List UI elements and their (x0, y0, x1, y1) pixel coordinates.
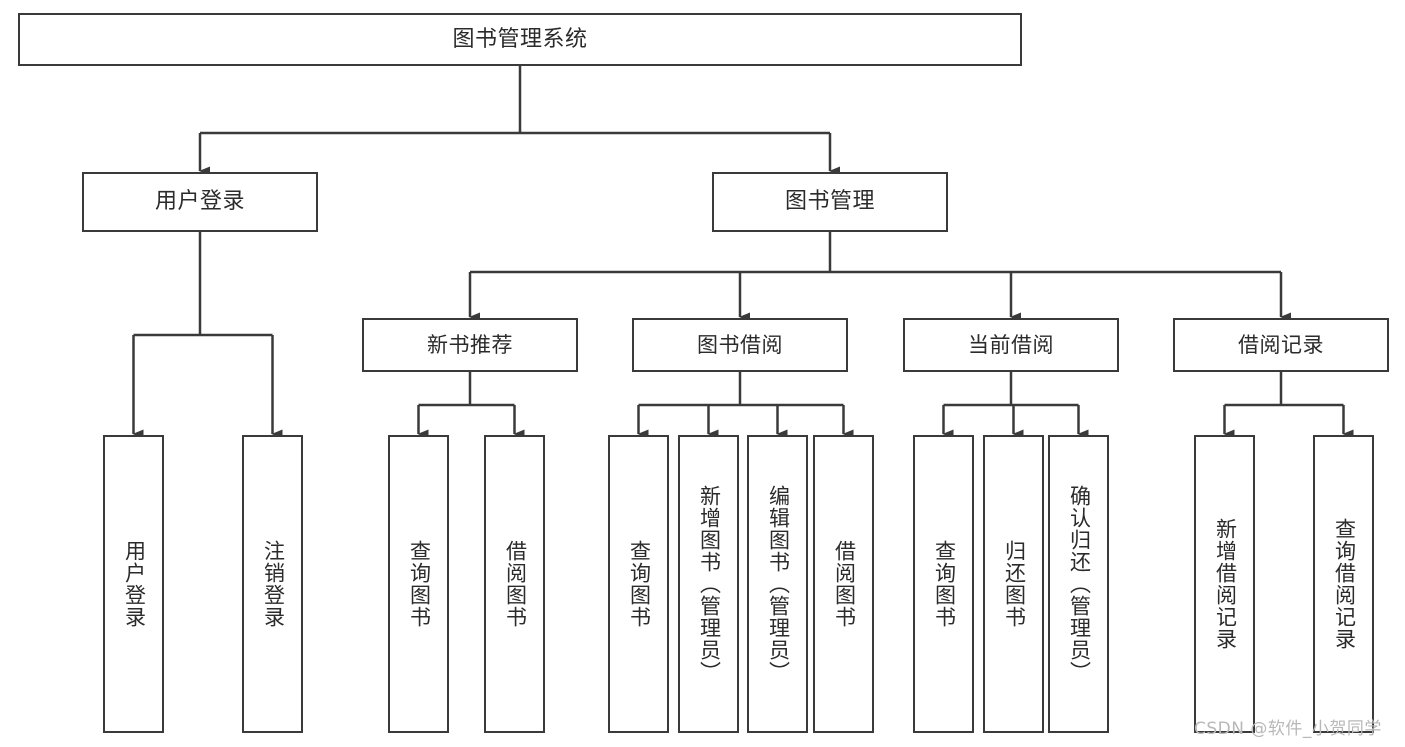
node-label: 借阅记录 (1238, 332, 1324, 357)
node-label: 用户登录 (122, 540, 147, 628)
node-book-manage[interactable]: 图书管理 (712, 172, 948, 232)
node-leaf-edit-book[interactable]: 编辑图书（管理员） (747, 435, 808, 733)
node-label: 借阅图书 (832, 540, 857, 628)
node-label: 确认归还（管理员） (1067, 485, 1092, 683)
node-leaf-query-record[interactable]: 查询借阅记录 (1313, 435, 1374, 733)
node-new-book-rec[interactable]: 新书推荐 (362, 318, 578, 372)
node-label: 编辑图书（管理员） (766, 485, 791, 683)
node-leaf-borrow-book-rec[interactable]: 借阅图书 (484, 435, 545, 733)
node-label: 图书管理 (784, 189, 875, 215)
node-leaf-query-book-rec[interactable]: 查询图书 (388, 435, 449, 733)
node-label: 图书借阅 (697, 332, 783, 357)
node-leaf-return-book[interactable]: 归还图书 (983, 435, 1044, 733)
node-label: 归还图书 (1002, 540, 1027, 628)
node-label: 查询图书 (627, 540, 652, 628)
node-label: 图书管理系统 (452, 26, 588, 52)
node-label: 用户登录 (154, 189, 245, 215)
node-root[interactable]: 图书管理系统 (18, 13, 1022, 66)
node-leaf-user-logout[interactable]: 注销登录 (242, 435, 303, 733)
node-leaf-query-book-bor[interactable]: 查询图书 (608, 435, 669, 733)
node-leaf-borrow-book[interactable]: 借阅图书 (813, 435, 874, 733)
node-label: 新增图书（管理员） (697, 485, 722, 683)
node-label: 注销登录 (261, 540, 286, 628)
node-label: 借阅图书 (503, 540, 528, 628)
connector-group (132, 66, 1354, 439)
node-label: 查询图书 (407, 540, 432, 628)
node-label: 当前借阅 (968, 332, 1054, 357)
node-borrow-record[interactable]: 借阅记录 (1173, 318, 1389, 372)
node-label: 新增借阅记录 (1213, 518, 1238, 650)
node-current-borrow[interactable]: 当前借阅 (903, 318, 1119, 372)
node-label: 新书推荐 (427, 332, 513, 357)
node-label: 查询借阅记录 (1332, 518, 1357, 650)
node-leaf-add-book[interactable]: 新增图书（管理员） (678, 435, 739, 733)
node-leaf-user-login[interactable]: 用户登录 (103, 435, 164, 733)
node-label: 查询图书 (932, 540, 957, 628)
node-user-login[interactable]: 用户登录 (82, 172, 318, 232)
node-leaf-confirm-return[interactable]: 确认归还（管理员） (1048, 435, 1109, 733)
node-leaf-add-record[interactable]: 新增借阅记录 (1194, 435, 1255, 733)
node-book-borrow[interactable]: 图书借阅 (632, 318, 848, 372)
node-leaf-query-book-cur[interactable]: 查询图书 (913, 435, 974, 733)
